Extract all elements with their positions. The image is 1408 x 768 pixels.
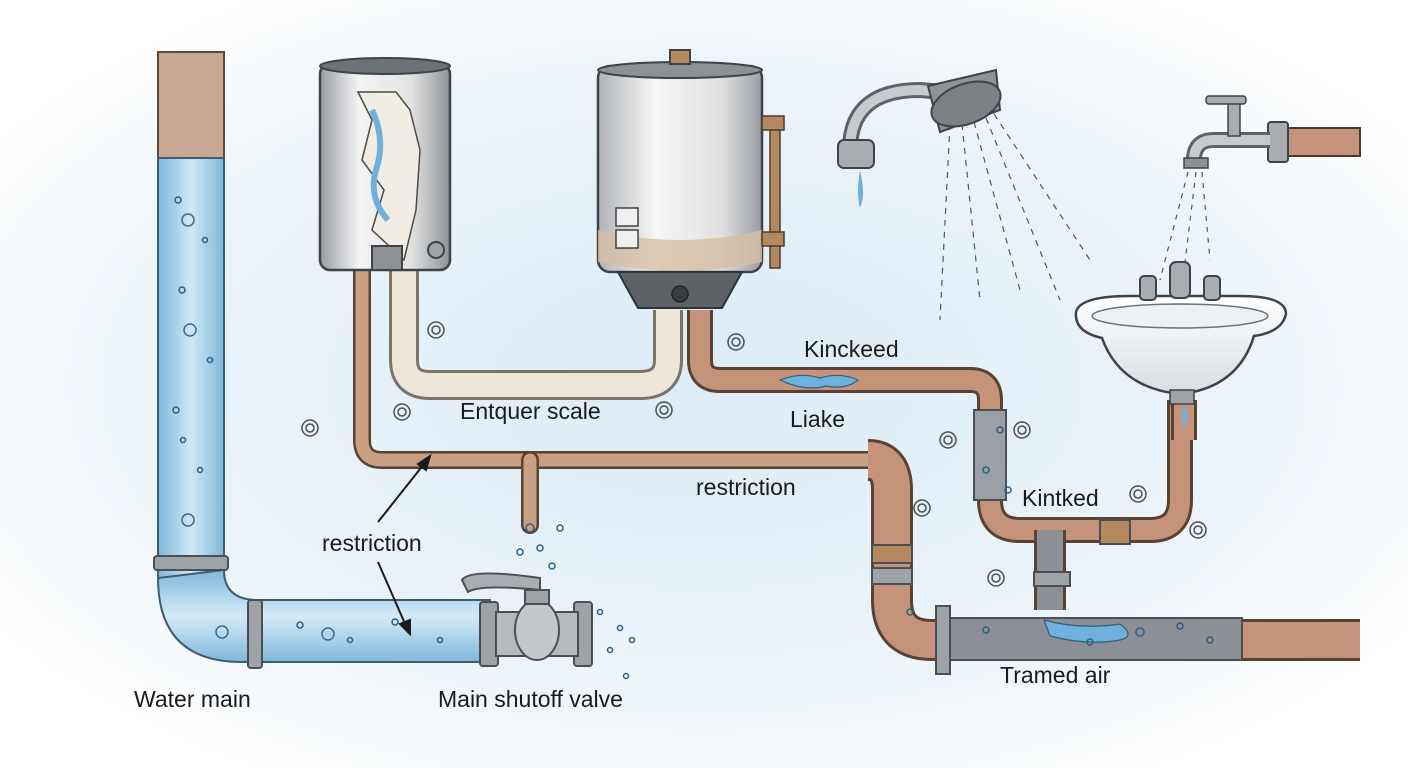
label-restriction-pipe: restriction: [696, 474, 796, 500]
restriction-arrows: [377, 453, 432, 637]
label-leak: Liake: [790, 406, 845, 432]
label-scale: Entquer scale: [460, 398, 601, 424]
leak-splash: [778, 374, 1129, 643]
wall-faucet: [1159, 95, 1361, 281]
main-shutoff-valve: [460, 572, 593, 667]
shower-head: [837, 68, 1091, 321]
sink: [1074, 261, 1288, 428]
water-heater: [596, 49, 785, 309]
air-bubbles: [516, 426, 1214, 680]
corroded-water-heater: [318, 57, 452, 272]
pressure-swirls: [301, 321, 1207, 587]
water-main-pipe: [153, 51, 491, 669]
scaled-pipe: [389, 270, 683, 400]
label-kinked-top: Kinckeed: [804, 336, 899, 362]
label-water-main: Water main: [134, 686, 251, 712]
label-trapped-air: Tramed air: [1000, 662, 1111, 688]
label-main-shutoff-valve: Main shutoff valve: [438, 686, 623, 712]
label-restriction-arrow: restriction: [322, 530, 422, 556]
label-kinked-bottom: Kintked: [1022, 485, 1099, 511]
